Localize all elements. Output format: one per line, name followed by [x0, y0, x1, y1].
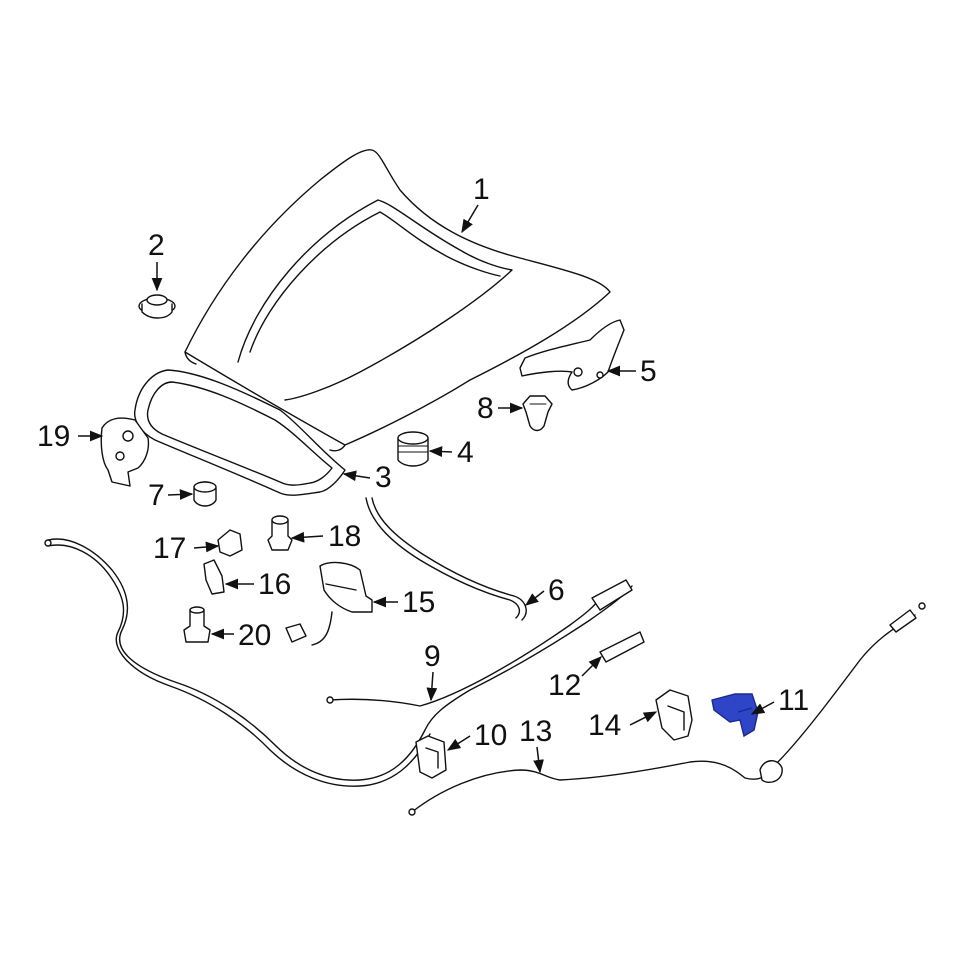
leader-9 — [426, 671, 438, 702]
leader-3 — [342, 470, 371, 482]
callout-9: 9 — [424, 640, 441, 673]
callout-3: 3 — [375, 461, 392, 494]
callout-2: 2 — [148, 229, 165, 262]
support-rod-6[interactable] — [365, 497, 527, 621]
callout-13: 13 — [519, 715, 552, 748]
leader-7 — [167, 489, 194, 500]
bumper-7[interactable] — [193, 481, 217, 507]
leader-6 — [524, 590, 545, 606]
hood-seal-3[interactable] — [133, 369, 346, 496]
release-cable-left[interactable] — [44, 538, 633, 787]
bumper-2[interactable] — [138, 294, 176, 319]
callout-14: 14 — [588, 709, 621, 742]
leader-17 — [193, 541, 220, 553]
pad-12[interactable] — [599, 631, 645, 663]
hood-panel[interactable] — [184, 149, 611, 452]
callout-18: 18 — [328, 520, 361, 553]
callout-20: 20 — [238, 619, 271, 652]
callout-8: 8 — [477, 392, 494, 425]
callout-4: 4 — [457, 436, 474, 469]
bolt-20[interactable] — [183, 606, 211, 643]
leader-1 — [461, 204, 479, 234]
bracket-17[interactable] — [217, 529, 243, 557]
leader-4 — [428, 446, 453, 457]
callout-19: 19 — [37, 420, 70, 453]
bracket-16[interactable] — [203, 559, 225, 595]
bracket-10[interactable] — [415, 735, 447, 779]
clip-8[interactable] — [522, 395, 553, 432]
leader-13 — [533, 746, 544, 774]
callout-15: 15 — [402, 586, 435, 619]
callout-5: 5 — [640, 355, 657, 388]
cable-13[interactable] — [408, 602, 926, 816]
callout-16: 16 — [258, 568, 291, 601]
latch-assembly-15[interactable] — [285, 561, 373, 646]
callout-17: 17 — [153, 532, 186, 565]
hood-latch-19[interactable] — [100, 417, 150, 487]
callout-10: 10 — [474, 719, 507, 752]
release-handle-14[interactable] — [655, 689, 693, 741]
callout-11: 11 — [778, 684, 809, 717]
callout-6: 6 — [548, 574, 565, 607]
leader-14 — [629, 711, 658, 726]
callout-1: 1 — [473, 173, 490, 206]
bumper-4[interactable] — [397, 431, 429, 467]
leader-12 — [581, 656, 602, 677]
leader-11 — [750, 701, 775, 715]
leader-18 — [290, 531, 324, 543]
callout-7: 7 — [148, 479, 165, 512]
callout-12: 12 — [548, 669, 581, 702]
bracket-11-highlighted[interactable] — [711, 693, 759, 738]
release-cable-9[interactable] — [326, 579, 633, 707]
stud-18[interactable] — [267, 515, 293, 551]
leader-10 — [446, 735, 471, 751]
